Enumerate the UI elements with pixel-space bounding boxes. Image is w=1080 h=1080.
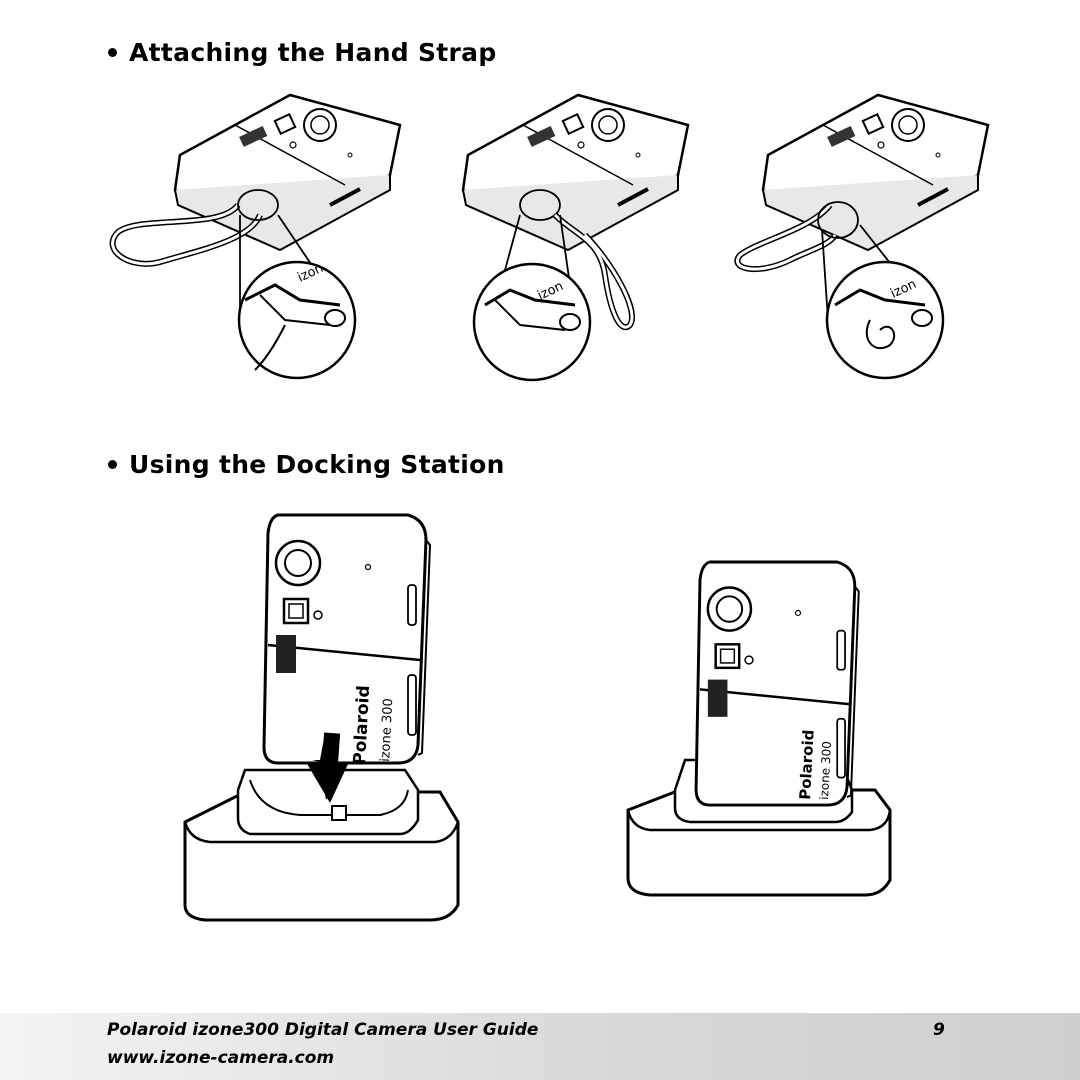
footer-website-link[interactable]: www.izone-camera.com [107,1048,335,1068]
strap-step-3-illustration [734,93,990,380]
section-heading-hand-strap: Attaching the Hand Strap [108,38,497,67]
bullet-icon [108,48,117,57]
strap-step-1-illustration [109,93,402,380]
camera-model-text-left: izone 300 [378,698,396,762]
dock-insert-illustration [183,513,460,922]
dock-docked-illustration [626,560,892,897]
camera-brand-logo-left: Polaroid [350,685,374,765]
camera-model-text-right: izone 300 [817,741,834,800]
bullet-icon [108,460,117,469]
page-footer [0,1013,1080,1080]
page-number: 9 [933,1020,945,1040]
section-heading-docking-station: Using the Docking Station [108,450,505,479]
section-title: Using the Docking Station [129,450,505,479]
camera-brand-logo-right: Polaroid [796,729,818,800]
strap-step-2-illustration [461,93,690,382]
footer-guide-title: Polaroid izone300 Digital Camera User Gu… [107,1020,539,1040]
section-title: Attaching the Hand Strap [129,38,497,67]
